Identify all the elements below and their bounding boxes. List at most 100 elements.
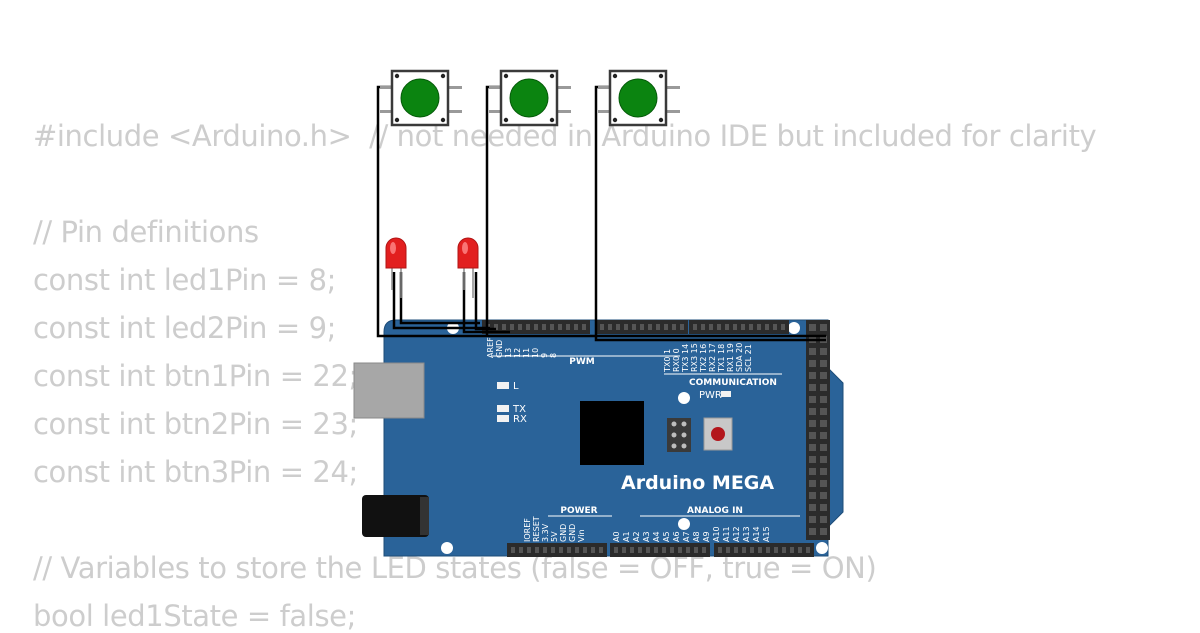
header-pin[interactable]	[734, 547, 738, 553]
header-pin[interactable]	[616, 324, 620, 330]
header-pin[interactable]	[624, 324, 628, 330]
reset-button-cap[interactable]	[711, 427, 725, 441]
header-pin[interactable]	[582, 324, 586, 330]
header-pin[interactable]	[558, 324, 562, 330]
header-pin[interactable]	[693, 324, 697, 330]
header-pin[interactable]	[718, 547, 722, 553]
header-pin[interactable]	[680, 324, 684, 330]
header-pin[interactable]	[809, 360, 816, 367]
header-pin[interactable]	[820, 492, 827, 499]
header-pin[interactable]	[709, 324, 713, 330]
header-pin[interactable]	[646, 547, 650, 553]
header-pin[interactable]	[608, 324, 612, 330]
led-1[interactable]	[385, 237, 407, 298]
header-pin[interactable]	[664, 324, 668, 330]
header-pin[interactable]	[702, 547, 706, 553]
header-pin[interactable]	[494, 324, 498, 330]
header-pin[interactable]	[672, 324, 676, 330]
header-pin[interactable]	[809, 480, 816, 487]
header-pin[interactable]	[820, 504, 827, 511]
power-header[interactable]	[507, 543, 607, 557]
header-pin[interactable]	[809, 516, 816, 523]
header-pin[interactable]	[809, 432, 816, 439]
header-pin[interactable]	[656, 324, 660, 330]
header-pin[interactable]	[733, 324, 737, 330]
header-pin[interactable]	[809, 348, 816, 355]
header-pin[interactable]	[782, 547, 786, 553]
header-pin[interactable]	[820, 432, 827, 439]
header-pin[interactable]	[809, 384, 816, 391]
led-2[interactable]	[457, 237, 479, 298]
header-pin[interactable]	[820, 324, 827, 331]
analog-header-2[interactable]	[714, 543, 814, 557]
header-pin[interactable]	[701, 324, 705, 330]
header-pin[interactable]	[820, 480, 827, 487]
header-pin[interactable]	[750, 547, 754, 553]
arduino-mega-board[interactable]: L TX RX PWR Arduino MEGA PWM COMMUNICATI…	[353, 319, 844, 557]
header-pin[interactable]	[749, 324, 753, 330]
header-pin[interactable]	[806, 547, 810, 553]
pushbutton-2[interactable]	[489, 69, 571, 127]
header-pin[interactable]	[638, 547, 642, 553]
header-pin[interactable]	[591, 547, 595, 553]
header-pin[interactable]	[575, 547, 579, 553]
header-pin[interactable]	[559, 547, 563, 553]
pushbutton-1[interactable]	[380, 69, 462, 127]
header-pin[interactable]	[567, 547, 571, 553]
header-pin[interactable]	[622, 547, 626, 553]
header-pin[interactable]	[550, 324, 554, 330]
header-pin[interactable]	[798, 547, 802, 553]
wire-led2-cathode[interactable]	[474, 272, 496, 331]
header-pin[interactable]	[809, 528, 816, 535]
header-pin[interactable]	[614, 547, 618, 553]
header-pin[interactable]	[809, 468, 816, 475]
header-pin[interactable]	[820, 456, 827, 463]
header-pin[interactable]	[809, 504, 816, 511]
digital-header-comm-2[interactable]	[689, 320, 789, 334]
header-pin[interactable]	[820, 516, 827, 523]
header-pin[interactable]	[774, 547, 778, 553]
header-pin[interactable]	[527, 547, 531, 553]
header-pin[interactable]	[662, 547, 666, 553]
header-pin[interactable]	[809, 420, 816, 427]
header-pin[interactable]	[526, 324, 530, 330]
header-pin[interactable]	[678, 547, 682, 553]
header-pin[interactable]	[640, 324, 644, 330]
header-pin[interactable]	[742, 547, 746, 553]
header-pin[interactable]	[630, 547, 634, 553]
header-pin[interactable]	[766, 547, 770, 553]
header-pin[interactable]	[820, 444, 827, 451]
header-pin[interactable]	[725, 324, 729, 330]
header-pin[interactable]	[820, 420, 827, 427]
header-pin[interactable]	[694, 547, 698, 553]
analog-header-1[interactable]	[610, 543, 710, 557]
header-pin[interactable]	[820, 528, 827, 535]
header-pin[interactable]	[809, 324, 816, 331]
header-pin[interactable]	[820, 360, 827, 367]
digital-header-double-row[interactable]	[806, 320, 830, 540]
digital-header-comm-1[interactable]	[596, 320, 688, 334]
header-pin[interactable]	[781, 324, 785, 330]
header-pin[interactable]	[820, 468, 827, 475]
header-pin[interactable]	[765, 324, 769, 330]
header-pin[interactable]	[820, 384, 827, 391]
header-pin[interactable]	[757, 324, 761, 330]
header-pin[interactable]	[600, 324, 604, 330]
header-pin[interactable]	[809, 456, 816, 463]
header-pin[interactable]	[758, 547, 762, 553]
pushbutton-cap[interactable]	[509, 78, 549, 118]
pushbutton-cap[interactable]	[618, 78, 658, 118]
header-pin[interactable]	[519, 547, 523, 553]
header-pin[interactable]	[654, 547, 658, 553]
header-pin[interactable]	[809, 492, 816, 499]
header-pin[interactable]	[543, 547, 547, 553]
header-pin[interactable]	[726, 547, 730, 553]
header-pin[interactable]	[820, 348, 827, 355]
wire-btn2[interactable]	[485, 85, 501, 336]
header-pin[interactable]	[686, 547, 690, 553]
header-pin[interactable]	[542, 324, 546, 330]
wire-led2-anode[interactable]	[462, 272, 510, 334]
header-pin[interactable]	[583, 547, 587, 553]
header-pin[interactable]	[511, 547, 515, 553]
header-pin[interactable]	[820, 396, 827, 403]
